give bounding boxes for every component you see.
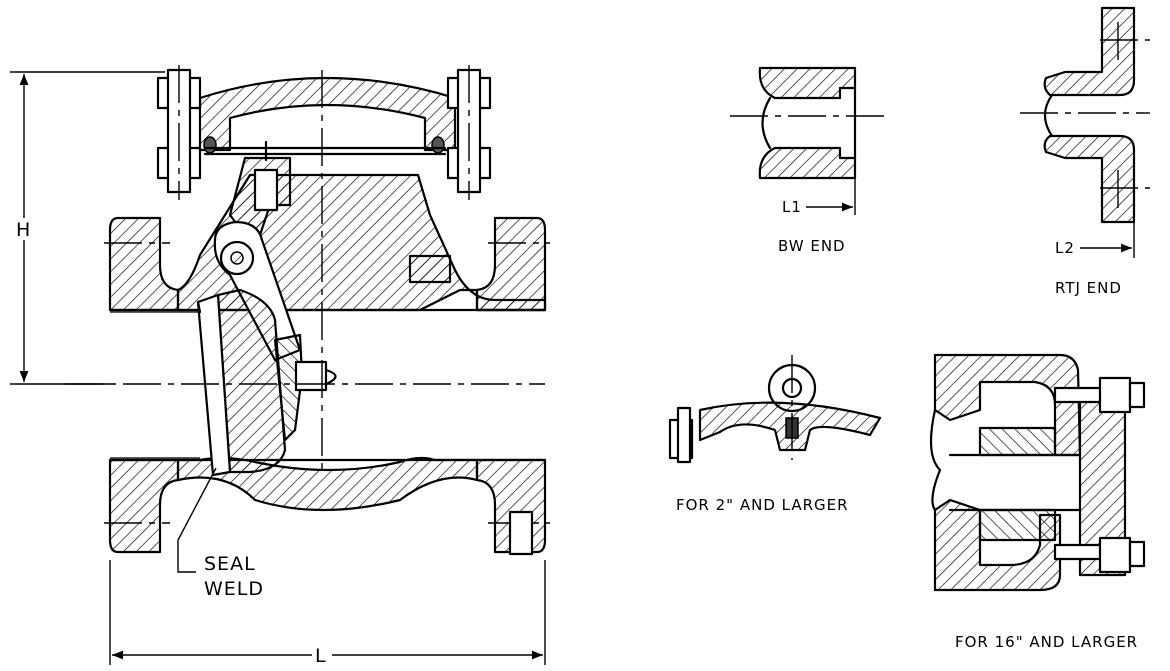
- seal-weld-label-2: WELD: [204, 578, 264, 600]
- left-flange: [108, 216, 180, 312]
- swing-disc: [216, 288, 287, 474]
- dim-l-label: L: [315, 645, 327, 667]
- bonnet-bolt-left: [156, 65, 217, 200]
- bw-end-label: BW END: [778, 237, 846, 255]
- dim-l2-label: L2: [1055, 239, 1075, 257]
- right-flange: [475, 216, 547, 312]
- bw-end-detail: [730, 66, 890, 215]
- bonnet-cover: [198, 76, 457, 152]
- detail-16-inch: [929, 353, 1146, 592]
- detail-2-inch: [668, 355, 882, 464]
- rtj-end-label: RTJ END: [1055, 279, 1122, 297]
- rtj-end-detail: [1020, 6, 1150, 258]
- detail-2-label: FOR 2" AND LARGER: [676, 496, 849, 514]
- seal-weld-label-1: SEAL: [204, 553, 256, 575]
- dim-l1-label: L1: [782, 198, 802, 216]
- detail-16-label: FOR 16" AND LARGER: [955, 633, 1138, 651]
- dim-h-label: H: [16, 219, 31, 241]
- main-valve-section: [10, 65, 550, 666]
